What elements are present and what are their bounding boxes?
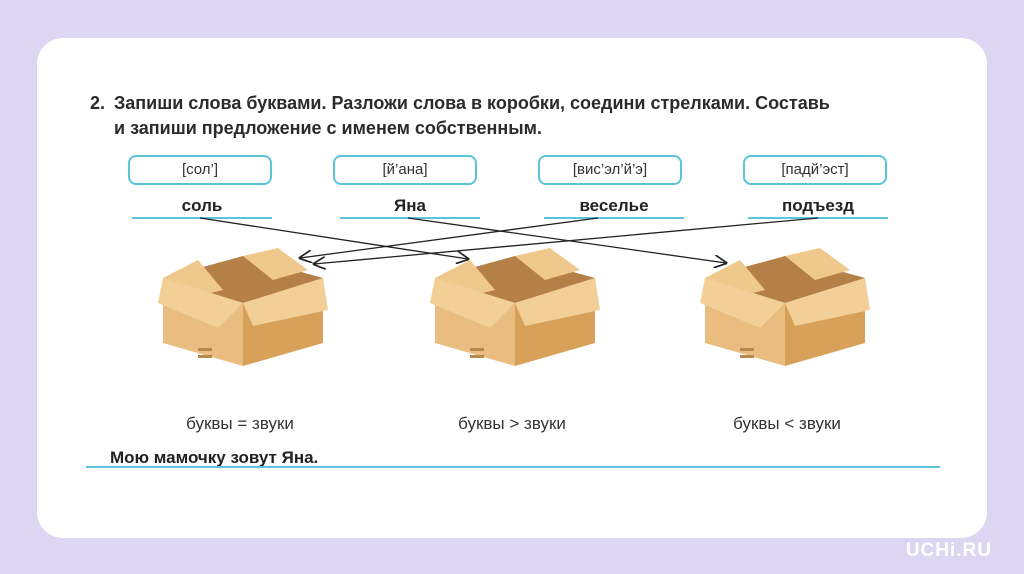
task-number: 2.: [90, 93, 106, 113]
arrow-vesele-to-box1: [300, 217, 599, 258]
arrow-sol-to-box1: [199, 217, 468, 259]
task-text: 2. Запиши слова буквами. Разложи слова в …: [90, 91, 960, 141]
box-icon-2: [430, 248, 600, 366]
task-line-1: Запиши слова буквами. Разложи слова в ко…: [114, 93, 830, 113]
word-3: веселье: [544, 196, 684, 219]
transcription-box-2: [й’ана]: [333, 155, 477, 185]
brand-logo: UCHi.RU: [905, 540, 992, 561]
box-icon-1: [158, 248, 328, 366]
answer-sentence: Мою мамочку зовут Яна.: [110, 448, 319, 467]
box-caption-2: буквы > звуки: [458, 414, 566, 433]
box-caption-1: буквы = звуки: [186, 414, 294, 433]
task-line-2: и запиши предложение с именем собственны…: [114, 118, 542, 138]
box-caption-3: буквы < звуки: [733, 414, 841, 433]
transcription-box-3: [вис’эл’й’э]: [538, 155, 682, 185]
transcription-box-1: [сол’]: [128, 155, 272, 185]
answer-underline: [86, 466, 940, 468]
transcription-box-4: [падй’эст]: [743, 155, 887, 185]
arrow-podezd-to-box1: [314, 217, 819, 264]
box-icon-3: [700, 248, 870, 366]
